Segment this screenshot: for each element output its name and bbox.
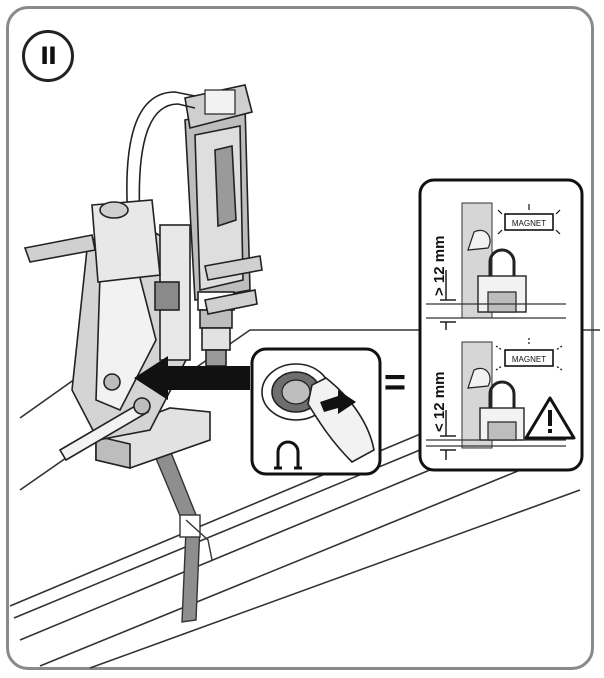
detail-upper: MAGNET > 12 mm [426,202,566,330]
horseshoe-magnet-icon [274,440,302,470]
warning-triangle-icon [524,396,576,440]
clearance-label-lower: < 12 mm [431,372,448,432]
feed-handles [23,234,263,315]
clearance-detail-panel: MAGNET > 12 mm MAGNET [418,178,584,472]
pointer-arrow [134,356,250,400]
coolant-hose [126,91,196,221]
magnet-indicator-label-upper: MAGNET [512,219,546,228]
cable-lever [58,373,151,462]
step-number-badge: II [22,30,74,82]
coolant-tank [91,199,161,283]
magnet-switch-inset [250,347,382,476]
clearance-label-upper: > 12 mm [431,236,448,296]
magnetic-base [95,407,211,470]
detail-lower: MAGNET < 12 mm [426,338,576,460]
magnet-indicator-label-lower: MAGNET [512,355,546,364]
equals-sign: = [384,362,406,404]
